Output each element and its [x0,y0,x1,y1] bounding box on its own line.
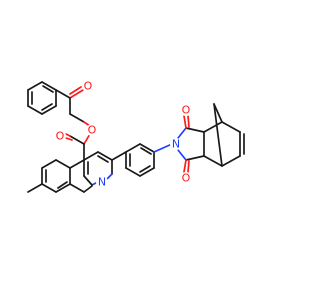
imide-ring [177,115,205,173]
bond-carbonyl [187,160,190,173]
bond [111,151,127,161]
bond [139,143,155,153]
norbornene-cage [203,103,245,167]
bond-carbonyl [187,115,190,128]
bond-carbonyl [69,89,84,99]
bond [125,143,141,153]
bond [83,151,99,161]
atom-n-imide: N [170,138,182,151]
nitrogen-label: N [172,138,180,151]
bond [185,127,205,133]
atom-o-ester: O [86,124,98,137]
bond [27,81,43,91]
bond-double [97,155,109,163]
bond [177,127,187,139]
atom-o-imide-bottom: O [180,172,192,185]
bond-methyl [27,183,43,193]
atom-o-ester-carbonyl: O [54,130,66,143]
bond-carbonyl [69,86,82,95]
bond [83,175,93,186]
oxygen-label: O [182,104,191,117]
bond [203,155,223,167]
atom-o-imide-top: O [180,104,192,117]
oxygen-label: O [84,80,93,93]
bond [203,121,223,133]
bond-double [140,147,152,155]
bond [55,183,71,193]
bond-carbonyl [65,137,73,141]
bond [83,185,93,193]
bond-bridge [213,103,223,123]
quinoline-benzo-ring [27,159,93,193]
bond-double [42,85,54,93]
bond [177,149,187,161]
bond [55,89,71,99]
bond [69,113,85,123]
nitrogen-label: N [98,176,106,189]
bond [69,183,85,193]
bond [41,159,57,169]
bond [41,81,57,91]
atom-n-quinoline: N [96,176,108,189]
bond [55,159,71,169]
bond-ester [83,133,91,145]
bond [185,155,205,161]
oxygen-label: O [88,124,97,137]
molecule-structure: O O O N N O O [27,80,245,193]
phenyl-ring [27,81,57,115]
phenylene-ring [125,143,155,177]
bond [41,105,57,115]
bond [69,159,85,169]
bond [69,135,85,145]
bond-double [41,103,53,111]
bond [27,105,43,115]
bond [221,121,241,133]
atom-o-ketone: O [82,80,94,93]
bond-bridge [213,103,223,167]
bond-carbonyl [183,159,187,173]
bond [153,143,173,153]
bond [97,151,113,161]
oxygen-label: O [182,172,191,185]
bond-carbonyl [183,115,187,129]
bond [41,183,57,193]
bond-double [57,181,68,189]
bond [125,167,141,177]
bond-double [139,165,151,173]
bond [221,155,241,167]
oxygen-label: O [56,130,65,143]
quinoline-pyridine-ring [83,151,113,186]
bond [139,167,155,177]
bond-carbonyl [65,133,71,137]
